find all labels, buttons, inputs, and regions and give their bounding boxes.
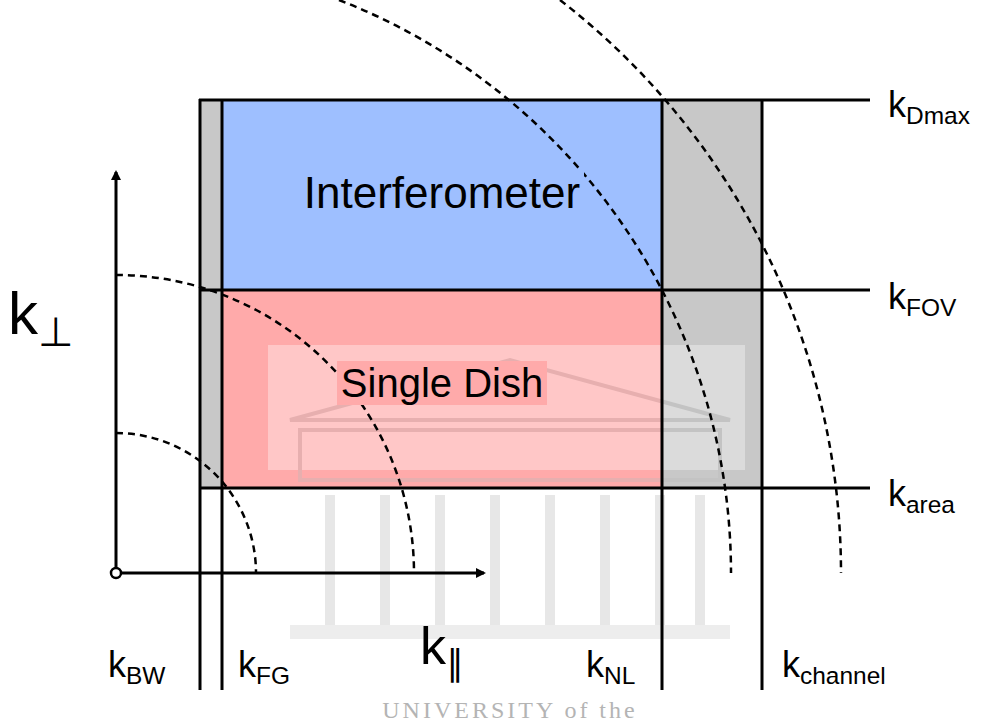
axis-scale-label: k⊥ [8,281,74,355]
grey-strip [200,100,222,488]
band-label: Single Dish [337,361,547,405]
watermark-base [290,625,730,639]
subscript: Dmax [906,103,970,130]
symbol-k: k [782,644,800,685]
watermark-columns [330,495,700,625]
boundary-lines [199,99,870,690]
subscript: NL [604,663,635,690]
watermark-panel [268,345,745,470]
symbol-k: k [8,280,38,347]
k-par-axis [116,572,484,575]
knl-line [661,99,664,690]
symbol-k: k [888,276,906,317]
symbol-k: k [238,644,256,685]
k-perp-axis [115,172,118,573]
watermark-building [268,345,745,639]
k-space-band: Single Dish [222,290,662,488]
subscript: channel [800,663,886,690]
axis-scale-label: kNL [586,645,635,690]
karea-line [199,487,870,490]
watermark-pediment [290,360,730,420]
kbw-line [199,99,202,690]
kdmax-line [199,99,870,102]
dashed-arc [116,433,256,573]
subscript: FG [256,663,290,690]
dashed-arc [116,275,414,573]
watermark-text: UNIVERSITY of the [382,697,637,723]
axis-scale-label: kFOV [888,277,956,322]
k-space-band: Interferometer [222,100,662,290]
axis-scale-label: kchannel [782,645,886,690]
subscript: area [906,492,955,519]
symbol-k: k [108,644,126,685]
axis-scale-label: k∥ [420,618,464,682]
symbol-k: k [888,84,906,125]
kfov-line [199,289,870,292]
symbol-k: k [586,644,604,685]
axis-scale-label: kBW [108,645,165,690]
interferometer-band-fill [222,100,662,290]
symbol-k: k [888,473,906,514]
axis-scale-label: kFG [238,645,290,690]
kchannel-line [761,99,764,690]
subscript: ∥ [446,642,464,681]
watermark-frieze [300,430,720,480]
origin-dot [111,568,121,578]
axis-scale-label: karea [888,474,955,519]
subscript: ⊥ [38,309,74,355]
kfg-line [221,99,224,690]
symbol-k: k [420,617,446,675]
subscript: BW [126,663,165,690]
band-label: Interferometer [300,169,584,217]
subscript: FOV [906,295,956,322]
axis-scale-label: kDmax [888,85,970,130]
